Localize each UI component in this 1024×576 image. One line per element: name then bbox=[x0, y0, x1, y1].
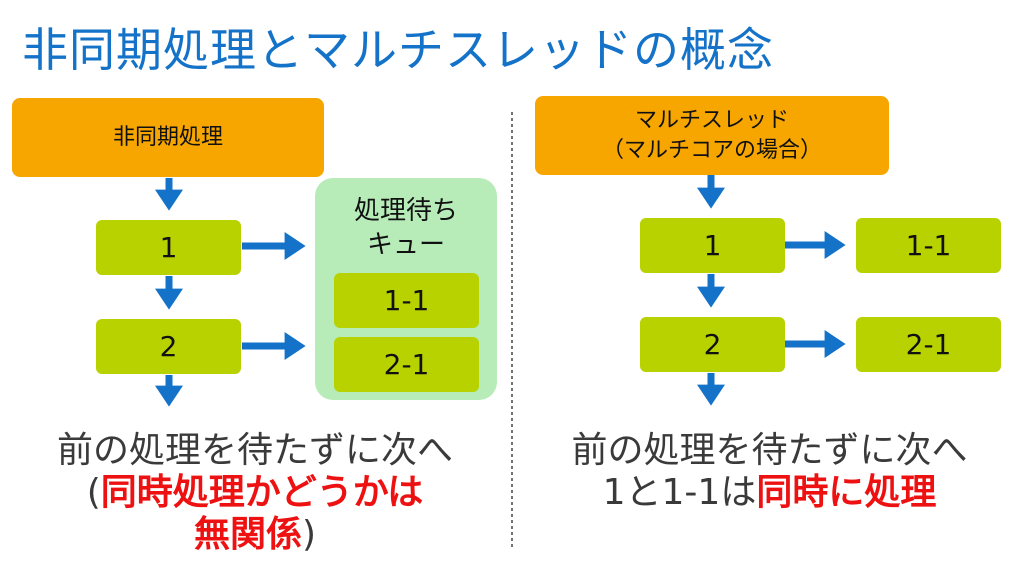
async-caption-emphasis-2: 無関係 bbox=[193, 514, 302, 555]
async-caption-line2: (同時処理かどうかは bbox=[86, 472, 424, 513]
multithread-header-line2: （マルチコアの場合） bbox=[601, 137, 822, 163]
async-caption: 前の処理を待たずに次へ (同時処理かどうかは 無関係) bbox=[0, 430, 510, 556]
async-step-1: 1 bbox=[96, 220, 241, 275]
parallel-item-2: 2-1 bbox=[856, 317, 1001, 372]
async-step-2: 2 bbox=[96, 319, 241, 374]
multithread-header: マルチスレッド （マルチコアの場合） bbox=[535, 96, 889, 175]
multithread-caption-emphasis: 同時に処理 bbox=[756, 472, 937, 513]
thread-step-1: 1 bbox=[640, 218, 785, 273]
async-caption-line1: 前の処理を待たずに次へ bbox=[56, 430, 453, 471]
async-caption-line3: 無関係) bbox=[193, 514, 317, 555]
queue-item-1: 1-1 bbox=[334, 273, 479, 328]
async-header: 非同期処理 bbox=[12, 98, 324, 177]
queue-title-line2: キュー bbox=[366, 230, 445, 260]
multithread-caption: 前の処理を待たずに次へ 1と1-1は同時に処理 bbox=[515, 430, 1024, 514]
multithread-caption-line1: 前の処理を待たずに次へ bbox=[571, 430, 968, 471]
thread-step-2: 2 bbox=[640, 317, 785, 372]
async-caption-emphasis: 同時処理かどうかは bbox=[100, 472, 424, 513]
multithread-header-line1: マルチスレッド bbox=[634, 107, 789, 133]
multithread-caption-line2: 1と1-1は同時に処理 bbox=[602, 472, 937, 513]
queue-item-2: 2-1 bbox=[334, 337, 479, 392]
queue-title-line1: 処理待ち bbox=[353, 196, 458, 226]
parallel-item-1: 1-1 bbox=[856, 218, 1001, 273]
page-title: 非同期処理とマルチスレッドの概念 bbox=[22, 23, 774, 77]
